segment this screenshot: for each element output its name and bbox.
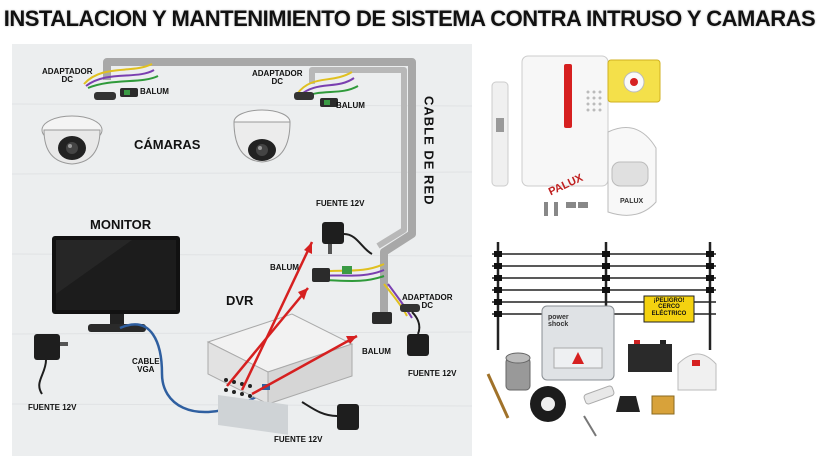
power-supply-3 [407,311,429,356]
balun-4 [372,312,392,324]
dvr-label: DVR [226,293,254,308]
page-title: INSTALACION Y MANTENIMIENTO DE SISTEMA C… [3,6,816,31]
dc-adapter-1 [94,92,116,100]
vga-cable-line [119,323,263,414]
fence-kit-graphics [486,242,717,437]
psu-label-3: FUENTE 12V [408,369,457,378]
dc-adapter-3 [400,304,420,312]
balun-3 [312,268,330,282]
dome-camera-2 [233,109,291,163]
power-supply-2 [34,334,68,395]
adapter-label-3: ADAPTADOR DC [402,293,453,311]
balun-label-4: BALUM [362,347,391,356]
balun-label-3: BALUM [270,263,299,272]
sensor-brand-label: PALUX [620,198,644,205]
vga-cable-label: CABLE VGA [132,357,160,375]
warning-text: CERCO ELÉCTRICO [651,304,687,317]
dc-adapter-2 [294,92,314,100]
adapter-label-1: ADAPTADOR DC [42,67,93,85]
power-supply-4 [301,401,359,430]
balun-label-2: BALUM [336,101,365,110]
monitor-graphic [52,236,180,332]
dvr-graphic [206,313,354,435]
dome-camera-1 [41,115,103,165]
alarm-kit-graphics [491,55,661,216]
balun-label-1: BALUM [140,87,169,96]
fence-warning-sign: ¡PELIGRO! CERCO ELÉCTRICO [646,298,692,317]
adapter-label-2: ADAPTADOR DC [252,69,303,87]
cameras-label: CÁMARAS [134,137,201,152]
psu-label-2: FUENTE 12V [28,403,77,412]
psu-label-4: FUENTE 12V [274,435,323,444]
psu-label-1: FUENTE 12V [316,199,365,208]
electric-fence-kit-image: ¡PELIGRO! CERCO ELÉCTRICO power shock [484,240,722,460]
warning-title: ¡PELIGRO! [653,298,685,304]
cctv-diagram-graphics [12,44,472,456]
monitor-label: MONITOR [90,217,152,232]
cctv-diagram: ADAPTADOR DC BALUM CÁMARAS ADAPTADOR DC … [12,44,472,456]
power-supply-1 [322,222,373,255]
alarm-kit-image: PALUX PALUX [488,52,668,232]
network-cable-label: CABLE DE RED [421,96,437,206]
energizer-brand: power shock [548,314,569,329]
